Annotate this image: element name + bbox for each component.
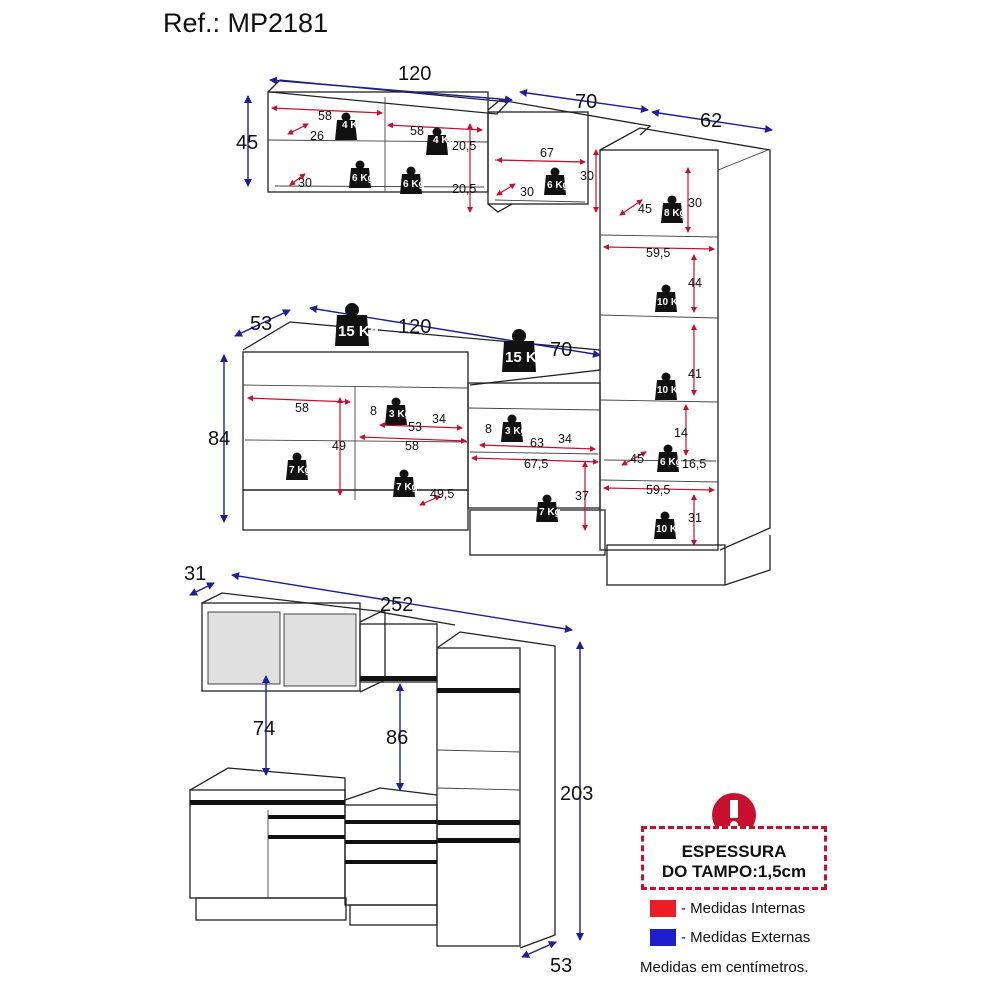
assembled-kitchen-view <box>189 592 556 949</box>
tower-dim-5: 41 <box>688 367 702 381</box>
tower-dim-3: 59,5 <box>646 246 670 260</box>
load-label: 6 Kg <box>660 457 682 468</box>
load-label: 10 Kg <box>657 385 684 396</box>
lower-dim-6: 58 <box>405 439 419 453</box>
load-label: 7 Kg <box>539 507 561 518</box>
units-footnote: Medidas em centímetros. <box>640 959 809 976</box>
load-label: 4 Kg <box>433 135 455 146</box>
tower-dim-6: 14 <box>674 426 688 440</box>
upper-mid-depth: 67 <box>540 146 554 160</box>
lower-dim-12: 37 <box>575 489 589 503</box>
assembled-dimensions <box>189 572 584 958</box>
upper-height: 45 <box>236 132 258 154</box>
tower-dim-7: 45 <box>630 452 644 466</box>
internal-swatch <box>650 900 676 917</box>
load-label: 8 Kg <box>664 208 686 219</box>
weight-icons-upper: 4 Kg 4 Kg 6 Kg 6 Kg 6 Kg <box>335 112 569 195</box>
legend-external: - Medidas Externas <box>650 929 810 946</box>
weight-icons-tower: 8 Kg 10 Kg 10 Kg 6 Kg 10 Kg <box>654 195 686 539</box>
load-label: 10 Kg <box>656 524 683 535</box>
lower-dim-7: 49,5 <box>430 487 454 501</box>
upper-depth-2: 58 <box>410 124 424 138</box>
load-label: 7 Kg <box>289 465 311 476</box>
tower-dim-4: 44 <box>688 276 702 290</box>
load-label: 3 Kg <box>505 426 527 437</box>
lower-dim-11: 67,5 <box>524 457 548 471</box>
tower-dim-8: 16,5 <box>682 457 706 471</box>
external-label: - Medidas Externas <box>681 929 811 946</box>
upper-mid-shelf: 30 <box>520 185 534 199</box>
lower-dim-10: 34 <box>558 432 572 446</box>
tower-dim-1: 30 <box>688 196 702 210</box>
weight-icons-lower: 15 Kg 15 Kg 3 Kg 3 Kg 7 Kg 7 Kg 7 Kg <box>286 303 561 522</box>
load-label: 3 Kg <box>389 409 411 420</box>
tower-dim-2: 45 <box>638 202 652 216</box>
internal-dimensions <box>247 105 715 546</box>
tower-dim-9: 59,5 <box>646 483 670 497</box>
lower-dim-8: 8 <box>485 422 492 436</box>
external-swatch <box>650 929 676 946</box>
load-label: 6 Kg <box>403 179 425 190</box>
lower-dim-1: 58 <box>295 401 309 415</box>
external-dimensions-top <box>220 76 773 523</box>
tall-tower-cabinet <box>599 127 771 586</box>
thickness-title-line2: DO TAMPO:1,5cm <box>661 862 807 881</box>
upper-height-1: 20,5 <box>452 139 476 153</box>
lower-dim-5: 49 <box>332 439 346 453</box>
load-label: 10 Kg <box>657 297 684 308</box>
thickness-notice: ESPESSURA DO TAMPO:1,5cm <box>641 842 827 882</box>
load-label: 7 Kg <box>396 482 418 493</box>
assembled-height: 203 <box>560 783 593 805</box>
assembled-gap-left: 74 <box>253 718 275 740</box>
legend-internal: - Medidas Internas <box>650 900 805 917</box>
load-label: 15 Kg <box>505 349 546 366</box>
thickness-notice-box <box>641 826 827 890</box>
lower-dim-3: 53 <box>408 420 422 434</box>
assembled-depth-top: 31 <box>184 563 206 585</box>
assembled-width: 252 <box>380 594 413 616</box>
assembled-depth-bottom: 53 <box>550 955 572 977</box>
load-label: 4 Kg <box>342 120 364 131</box>
lower-width-left: 120 <box>398 316 431 338</box>
lower-depth: 53 <box>250 313 272 335</box>
upper-mid-height: 30 <box>580 169 594 183</box>
lower-height: 84 <box>208 428 230 450</box>
upper-width-mid: 70 <box>575 91 597 113</box>
upper-height-2: 20,5 <box>452 182 476 196</box>
lower-dim-4: 34 <box>432 412 446 426</box>
upper-shelf-2: 30 <box>298 176 312 190</box>
upper-depth-1: 58 <box>318 109 332 123</box>
thickness-title-line1: ESPESSURA <box>681 842 787 861</box>
upper-width-left: 120 <box>398 63 431 85</box>
load-label: 6 Kg <box>547 180 569 191</box>
lower-dim-9: 63 <box>530 436 544 450</box>
lower-width-mid: 70 <box>550 339 572 361</box>
load-label: 6 Kg <box>352 173 374 184</box>
lower-dim-2: 8 <box>370 404 377 418</box>
reference-code: Ref.: MP2181 <box>163 8 329 38</box>
internal-label: - Medidas Internas <box>681 900 806 917</box>
load-label: 15 Kg <box>338 323 379 340</box>
tower-dim-10: 31 <box>688 511 702 525</box>
upper-width-right: 62 <box>700 110 722 132</box>
upper-shelf-1: 26 <box>310 129 324 143</box>
assembled-gap-mid: 86 <box>386 727 408 749</box>
